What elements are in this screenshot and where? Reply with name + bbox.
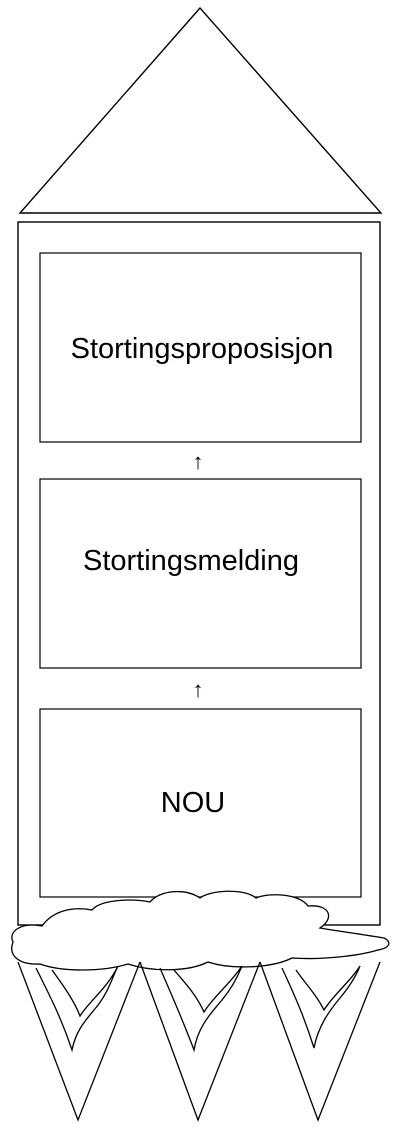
stage-label: Stortingsproposisjon bbox=[71, 333, 334, 365]
stage-label: NOU bbox=[161, 787, 225, 819]
arrow-up-icon: ↑ bbox=[193, 677, 204, 702]
stage-label: Stortingsmelding bbox=[83, 545, 299, 577]
flame-right-inner bbox=[281, 965, 361, 1049]
arrow-up-icon: ↑ bbox=[193, 449, 204, 474]
rocket-flames bbox=[17, 961, 381, 1122]
flame-left-inner bbox=[35, 965, 119, 1053]
flame-middle-inner bbox=[159, 965, 243, 1053]
stage-box-stortingsproposisjon: Stortingsproposisjon bbox=[39, 252, 362, 443]
exhaust-smoke-cloud bbox=[11, 890, 390, 971]
rocket-nose-cone bbox=[18, 6, 383, 214]
flame-left bbox=[17, 961, 141, 1122]
flame-middle bbox=[139, 961, 261, 1122]
flame-right bbox=[259, 961, 381, 1122]
stage-box-stortingsmelding: Stortingsmelding bbox=[39, 478, 362, 669]
stage-box-nou: NOU bbox=[39, 708, 362, 898]
